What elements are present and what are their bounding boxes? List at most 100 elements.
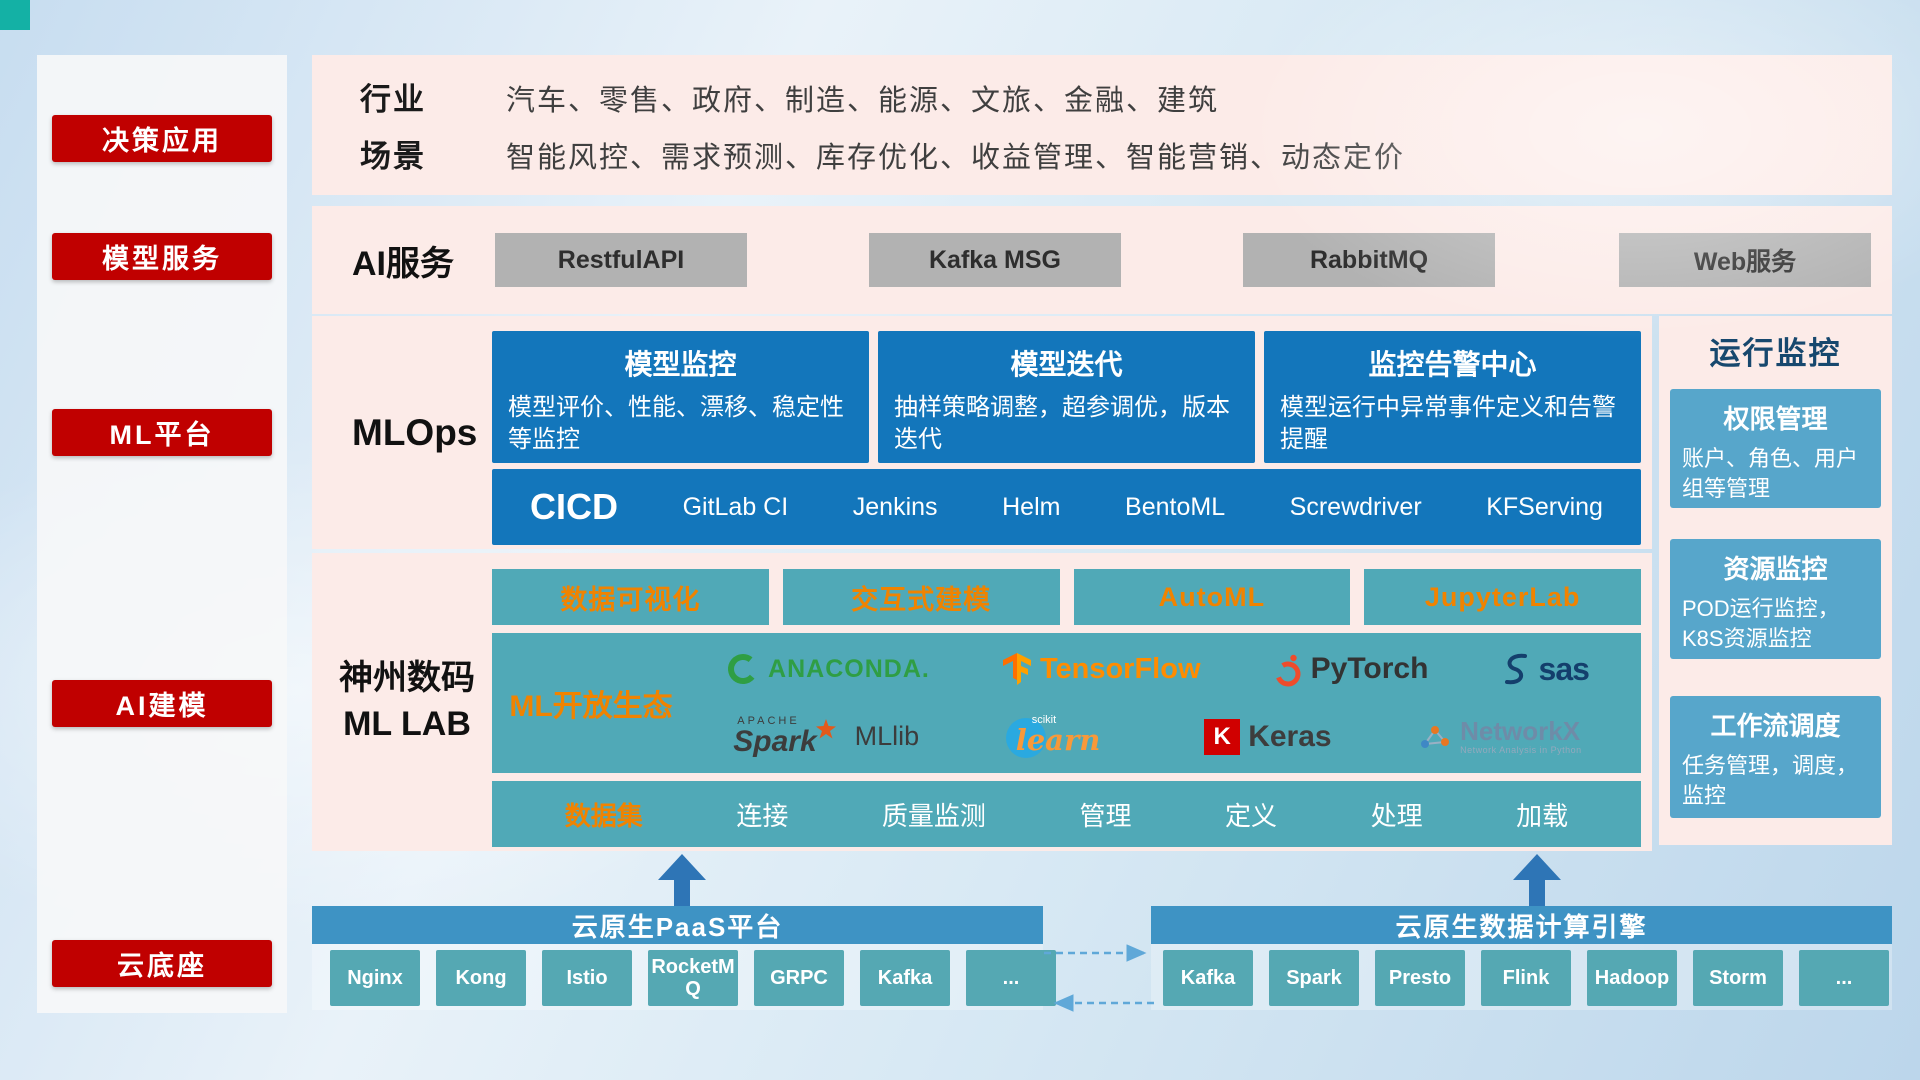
spark-label: Spark — [733, 725, 817, 759]
nginx-button: Nginx — [330, 950, 420, 1006]
scikit-learn-logo: scikit learn — [1005, 713, 1118, 761]
logo-row-1: ANACONDA. TensorFlow — [690, 638, 1625, 700]
sidebar: 决策应用 模型服务 ML平台 AI建模 云底座 — [37, 55, 287, 1013]
spark-mllib-logo: APACHE Spark MLlib — [733, 716, 919, 757]
scene-row: 场景 智能风控、需求预测、库存优化、收益管理、智能营销、动态定价 — [360, 131, 1892, 176]
pipeline-step-connect: 连接 — [736, 800, 789, 831]
ml-lab-label-line1: 神州数码 — [339, 659, 475, 698]
pipeline-step-quality: 质量监测 — [881, 800, 986, 831]
card-desc: POD运行监控，K8S资源监控 — [1682, 596, 1840, 651]
sidebar-item-ai-modeling: AI建模 — [52, 680, 272, 727]
mlops-panel: MLOps 模型监控 模型评价、性能、漂移、稳定性等监控 模型迭代 抽样策略调整… — [312, 316, 1652, 549]
cicd-item-jenkins: Jenkins — [852, 492, 938, 521]
card-desc: 抽样策略调整，超参调优，版本迭代 — [894, 394, 1230, 454]
restful-api-button: RestfulAPI — [495, 233, 747, 287]
industry-row: 行业 汽车、零售、政府、制造、能源、文旅、金融、建筑 — [360, 74, 1892, 119]
anaconda-icon — [728, 654, 759, 685]
spark-button: Spark — [1269, 950, 1359, 1006]
card-desc: 任务管理，调度，监控 — [1682, 753, 1859, 808]
sidebar-item-label: 模型服务 — [102, 244, 222, 274]
mlops-label: MLOps — [352, 411, 478, 453]
pipeline-step-process: 处理 — [1370, 800, 1423, 831]
web-service-button: Web服务 — [1619, 233, 1871, 287]
tensorflow-wordmark: TensorFlow — [1039, 652, 1201, 685]
scikit-learn-icon — [1005, 717, 1046, 758]
card-desc: 模型运行中异常事件定义和告警提醒 — [1280, 394, 1616, 454]
interactive-modeling-button: 交互式建模 — [782, 569, 1060, 625]
ml-lab-label-line2: ML LAB — [343, 705, 471, 743]
runtime-monitor-title: 运行监控 — [1709, 336, 1842, 371]
arrow-head — [1513, 854, 1561, 880]
card-title: 资源监控 — [1723, 554, 1828, 584]
istio-button: Istio — [542, 950, 632, 1006]
keras-logo: K Keras — [1204, 718, 1332, 755]
mlops-cards: 模型监控 模型评价、性能、漂移、稳定性等监控 模型迭代 抽样策略调整，超参调优，… — [492, 331, 1641, 463]
pipeline-step-dataset: 数据集 — [564, 800, 643, 831]
pipeline-step-manage: 管理 — [1079, 800, 1132, 831]
cicd-item-bentoml: BentoML — [1125, 492, 1226, 521]
card-desc: 账户、角色、用户组等管理 — [1682, 446, 1859, 501]
card-title: 模型监控 — [624, 349, 737, 380]
engine-header: 云原生数据计算引擎 — [1151, 906, 1892, 944]
keras-icon: K — [1204, 718, 1241, 755]
model-monitoring-card: 模型监控 模型评价、性能、漂移、稳定性等监控 — [492, 331, 869, 463]
sas-icon — [1504, 654, 1527, 685]
storm-button: Storm — [1693, 950, 1783, 1006]
anaconda-logo: ANACONDA. — [726, 652, 930, 686]
up-arrow-paas — [658, 854, 706, 906]
sidebar-item-label: AI建模 — [115, 691, 209, 721]
kafka-button: Kafka — [860, 950, 950, 1006]
ml-ecosystem-logos: ANACONDA. TensorFlow — [690, 633, 1641, 773]
industry-label: 行业 — [360, 81, 426, 117]
runtime-monitor-panel: 运行监控 权限管理 账户、角色、用户组等管理 资源监控 POD运行监控，K8S资… — [1659, 316, 1892, 845]
card-title: 工作流调度 — [1710, 711, 1841, 741]
industry-list: 汽车、零售、政府、制造、能源、文旅、金融、建筑 — [506, 84, 1220, 117]
sidebar-item-label: 决策应用 — [102, 126, 222, 156]
sidebar-item-cloud-base: 云底座 — [52, 940, 272, 987]
pytorch-wordmark: PyTorch — [1310, 652, 1429, 686]
card-title: 权限管理 — [1723, 404, 1828, 434]
ml-ecosystem-label: ML开放生态 — [509, 690, 673, 723]
automl-button: AutoML — [1073, 569, 1351, 625]
card-desc: 模型评价、性能、漂移、稳定性等监控 — [508, 394, 844, 454]
networkx-wordmark: NetworkX Network Analysis in Python — [1460, 716, 1582, 755]
kafka-msg-button: Kafka MSG — [869, 233, 1121, 287]
scene-label: 场景 — [360, 139, 426, 175]
ml-ecosystem-block: ML开放生态 ANACONDA. TensorFlow — [492, 633, 1641, 773]
resource-monitor-card: 资源监控 POD运行监控，K8S资源监控 — [1670, 539, 1881, 659]
kong-button: Kong — [436, 950, 526, 1006]
sidebar-item-label: 云底座 — [117, 951, 207, 981]
flink-button: Flink — [1481, 950, 1571, 1006]
spark-wordmark: APACHE Spark — [733, 716, 836, 757]
alert-center-card: 监控告警中心 模型运行中异常事件定义和告警提醒 — [1264, 331, 1641, 463]
permission-management-card: 权限管理 账户、角色、用户组等管理 — [1670, 389, 1881, 508]
scikit-label: scikit — [1031, 713, 1057, 726]
logo-row-2: APACHE Spark MLlib scikit learn K — [690, 706, 1625, 768]
scene-list: 智能风控、需求预测、库存优化、收益管理、智能营销、动态定价 — [506, 142, 1406, 175]
rocketmq-button: RocketMQ — [648, 950, 738, 1006]
keras-wordmark: Keras — [1248, 719, 1332, 753]
networkx-label: NetworkX — [1460, 716, 1581, 747]
learn-label: learn — [1015, 722, 1101, 757]
arrow-stem — [1529, 880, 1545, 906]
dashed-connector-arrows — [1044, 944, 1154, 1012]
more-button: ... — [966, 950, 1056, 1006]
paas-buttons: Nginx Kong Istio RocketMQ GRPC Kafka ... — [330, 950, 1056, 1006]
up-arrow-engine — [1513, 854, 1561, 906]
cicd-item-screwdriver: Screwdriver — [1289, 492, 1422, 521]
tensorflow-logo: TensorFlow — [1002, 652, 1201, 686]
engine-buttons: Kafka Spark Presto Flink Hadoop Storm ..… — [1163, 950, 1889, 1006]
card-title: 模型迭代 — [1010, 349, 1123, 380]
grpc-button: GRPC — [754, 950, 844, 1006]
arrow-stem — [674, 880, 690, 906]
ml-lab-label: 神州数码 ML LAB — [324, 553, 490, 851]
card-title: 监控告警中心 — [1368, 349, 1537, 380]
data-visualization-button: 数据可视化 — [492, 569, 769, 625]
networkx-icon — [1421, 725, 1450, 748]
tensorflow-icon — [1002, 653, 1031, 686]
corner-accent — [0, 0, 30, 30]
cicd-item-gitlab-ci: GitLab CI — [682, 492, 789, 521]
sidebar-item-model-service: 模型服务 — [52, 233, 272, 280]
hadoop-button: Hadoop — [1587, 950, 1677, 1006]
networkx-logo: NetworkX Network Analysis in Python — [1418, 716, 1582, 755]
